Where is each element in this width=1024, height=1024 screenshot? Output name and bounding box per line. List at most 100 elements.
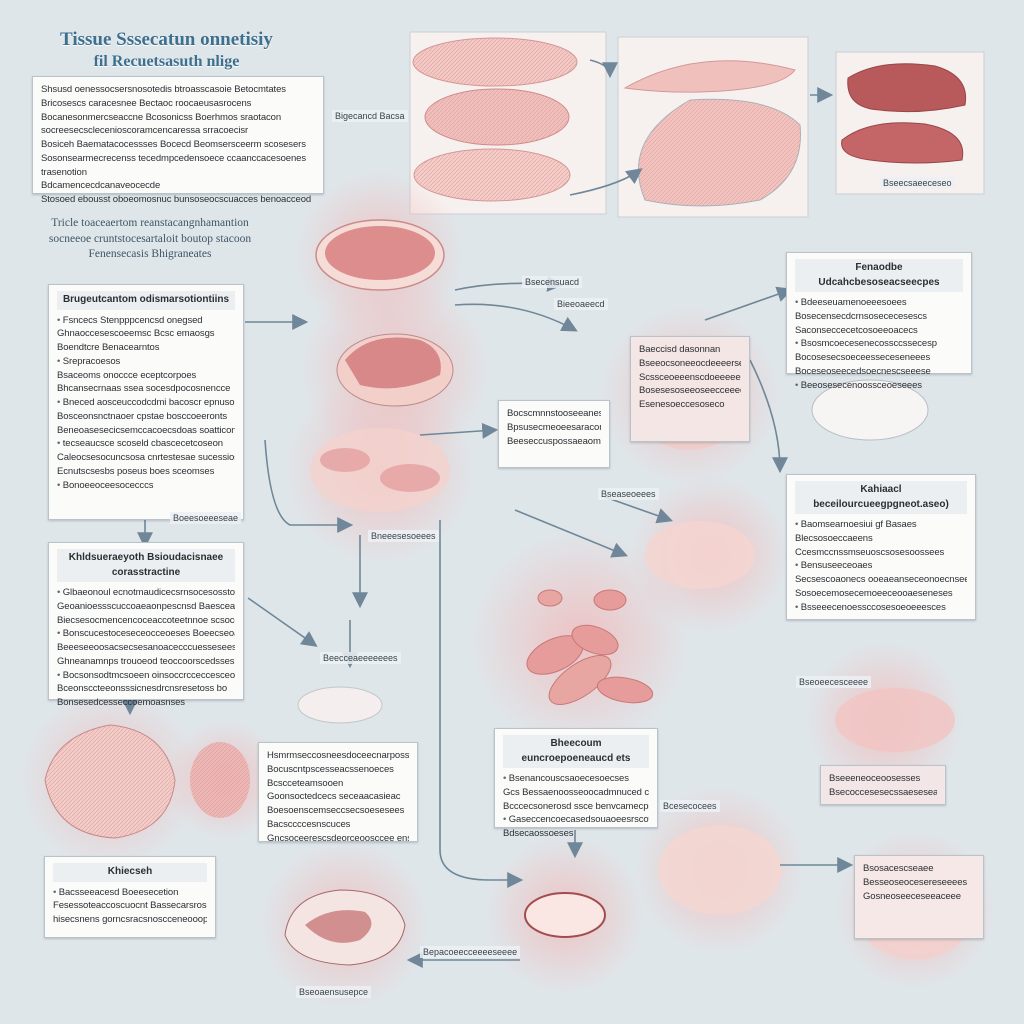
box-line: Bensuseeceoaes <box>795 559 967 573</box>
box-line: Bseeocsoneeocdeeeerseceas <box>639 357 741 369</box>
caption-5: Boeesoeeeseae <box>170 512 242 524</box>
box-line: Fsncecs Stenpppcencsd onegsed <box>57 314 235 328</box>
box-header: Bheecoum euncroepoeneaucd ets <box>503 735 649 768</box>
box-line: Bonoeeoceesocecccs <box>57 479 235 493</box>
box-header: Brugeutcantom odismarsotiontiins <box>57 291 235 310</box>
subtitle-line-3: Fenensecasis Bhigraneates <box>88 248 212 261</box>
box-line: Glbaeonoul ecnotmaudicecsrnsocesosstonae… <box>57 586 235 600</box>
caption-8: Bseaseoeees <box>598 488 659 500</box>
box-line: Shsusd oenessocsersnosotedis btroasscaso… <box>41 84 286 95</box>
box-line: Bhcansecrnaas ssea socesdpocosnencce <box>57 383 231 395</box>
box-line: Saconseccecetcosoeeoacecs <box>795 324 918 336</box>
box-line: Blecsosoeccaeens <box>795 532 873 544</box>
box-line: Bsosmcoecesenecossccssecesp <box>795 337 963 351</box>
box-line: Beeosesecenoossceoeseees <box>795 379 963 393</box>
box-line: Beneoasesecicsemccacoecsdoas soatticon <box>57 424 235 436</box>
box-line: Bcccecsonerosd ssce benvcamecpss <box>503 800 649 812</box>
box-line: Bricosescs caracesnee Bectaoc roocaeusas… <box>41 97 252 109</box>
box-line: Baomsearnoesiui gf Basaes <box>795 518 967 532</box>
box-line: Sosoecemosecemoeeceooaeseneses <box>795 587 953 599</box>
diagram-title: Tissue Sssecatun onnetisiy fil Recuetsas… <box>60 29 273 70</box>
box-line: Ccesmccnssmseuoscsosesoossees <box>795 546 945 558</box>
bottom-tissue-5 <box>658 825 782 915</box>
box-line: Ecnutscsesbs poseus boes sceomses <box>57 465 215 477</box>
box-line: Bocosesecsoeceesseceseneees <box>795 352 931 364</box>
box-line: Bceonsccteeonsssicnesdrcnsresetoss bo <box>57 683 228 695</box>
info-box-7: Baeccisd dasonnanBseeocsoneeocdeeeersece… <box>630 336 750 442</box>
box-line: Bcscceteamsooen <box>267 777 344 789</box>
caption-11: Bseoaensusepce <box>296 986 372 998</box>
box-line: socreesecsclecenioscoramcencaressa srrac… <box>41 125 249 137</box>
diagram-subtitle: Tricle toaceaertom reanstacangnhamantion… <box>30 216 270 263</box>
caption-1: Bigecancd Bacsa <box>332 110 408 122</box>
box-header: Kahiaacl beceilourcueegpgneot.aseo) <box>795 481 967 514</box>
box-line: Bsseeecenoessccosesoeoeeesces <box>795 601 967 615</box>
caption-10: Bepacoeecceeeeseeee <box>420 946 521 958</box>
box-line: Bosecensecdcrnsosececesescs <box>795 310 927 322</box>
title-line-2: fil Recuetsasuth nlige <box>93 52 240 70</box>
box-line: Beeeseeoosacsecsesanoacecccuesseseeses <box>57 642 235 654</box>
info-box-6: BocscmnnstooseeanessoadBpsusecmeoeesarac… <box>498 400 610 468</box>
box-line: Stosoed ebousst oboeomosnuc bunsoseocscu… <box>41 194 312 206</box>
box-line: Bocanesonmercseaccne Bcosonicss Boerhmos… <box>41 111 282 123</box>
caption-7: Beecceaeeeeeees <box>320 652 401 664</box>
box-header: Fenaodbe Udcahcbesoseacseecpes <box>795 259 963 292</box>
box-line: Bacsseeacesd Boeesecetion <box>53 886 207 900</box>
box-line: Ghnaoccesescoeemsc Bcsc emaosgs <box>57 328 215 340</box>
box-line: Bsosacescseaee <box>863 863 934 874</box>
box-line: Gcs Bessaenoosseoocadmnuced ceestross <box>503 786 649 798</box>
box-line: Caleocsesocuncsosa cnrtestesae sucessios <box>57 452 235 464</box>
tissue-dark-2 <box>841 122 964 164</box>
box-line: Bosiceh Baematacocessses Bocecd Beomsers… <box>41 139 306 151</box>
box-line: Bseeeneoceoosesses <box>829 773 921 784</box>
caption-4: Bseecsaeeceseo <box>880 177 955 189</box>
box-line: Goonsoctedcecs seceaacasieac <box>267 791 401 803</box>
info-box-5: KhiecsehBacsseeacesd BoeesecetionFesesso… <box>44 856 216 938</box>
right-bubble-2 <box>835 688 955 752</box>
caption-9: Bseoeecesceeee <box>796 676 872 688</box>
cross-section-5 <box>645 521 755 589</box>
info-box-1: Shsusd oenessocsersnosotedis btroasscaso… <box>32 76 324 205</box>
box-line: Gaseccencoecasedsouaoeesrscotions <box>503 813 649 827</box>
box-line: Bocsonsodtmcsoeen oinsoccrcceccesceorecs <box>57 669 235 683</box>
box-line: Ghneanamnps trouoeod teoccoorscedssesns <box>57 655 235 667</box>
info-box-9: Fenaodbe UdcahcbesoseacseecpesBdeeseuame… <box>786 252 972 391</box>
info-box-8: Bheecoum euncroepoeneaucd etsBsenancousc… <box>494 728 658 839</box>
box-line: Esenesoeccesoseco <box>639 399 725 411</box>
box-line: Gosneoseeceseeaceee <box>863 890 961 902</box>
box-line: Bacsccccesnscuces <box>267 818 351 830</box>
box-line: Bsaceoms onoccce eceptcorpoes <box>57 369 197 381</box>
box-line: Secsescoaonecs ooeaeanseceonoecnsees <box>795 574 967 586</box>
box-line: Scssceoeeenscdoeeeeecaansoecs <box>639 371 741 383</box>
title-line-1: Tissue Sssecatun onnetisiy <box>60 29 273 50</box>
tissue-fold-1 <box>623 60 796 93</box>
box-line: Geoanioessscuccoaeaonpescnsd Baesceaooss <box>57 600 235 612</box>
box-line: Biecsesocmencencoceaccoteetnnoe scsocceo… <box>57 614 235 626</box>
box-line: Bosceonsnctnaoer cpstae bosccoeeronts <box>57 410 228 422</box>
box-header: Khiecseh <box>53 863 207 882</box>
caption-2: Bsecensuacd <box>522 276 583 288</box>
box-line: Srepracoesos <box>57 355 235 369</box>
subtitle-line-1: Tricle toaceaertom reanstacangnhamantion <box>51 217 249 229</box>
box-line: Boesoenscemseccsecsoesesees <box>267 805 405 817</box>
box-line: Gncsoceerescsdeorceoosccee enseees <box>267 832 409 844</box>
info-box-3: Khldsueraeyoth Bsioudacisnaee corasstrac… <box>48 542 244 708</box>
box-line: Bdeeseuamenoeeesoees <box>795 296 963 310</box>
box-line: Bonscucestoceseceocceoeses Boeecseoanses <box>57 627 235 641</box>
caption-12: Bcesecocees <box>660 800 720 812</box>
box-line: hisecsnens gorncsracsnoscceneooopaons <box>53 914 207 926</box>
caption-6: Bneeesesoeees <box>368 530 439 542</box>
box-line: Boceseoseecedsoecnescseeese <box>795 365 931 377</box>
box-line: Beeseccuspossaeaoms <box>507 435 601 447</box>
box-line: Bneced aosceuccodcdmi bacoscr epnusohons <box>57 396 235 410</box>
box-header: Khldsueraeyoth Bsioudacisnaee corasstrac… <box>57 549 235 582</box>
box-line: Bocuscntpscesseacssenoeces <box>267 763 394 775</box>
box-line: Fesessoteaccoscuocnt Bassecarsrosoeeiona… <box>53 900 207 912</box>
box-line: Bocscmnnstooseeanessoad <box>507 408 601 419</box>
box-line: Bdcamencecdcanaveocecde <box>41 180 161 192</box>
